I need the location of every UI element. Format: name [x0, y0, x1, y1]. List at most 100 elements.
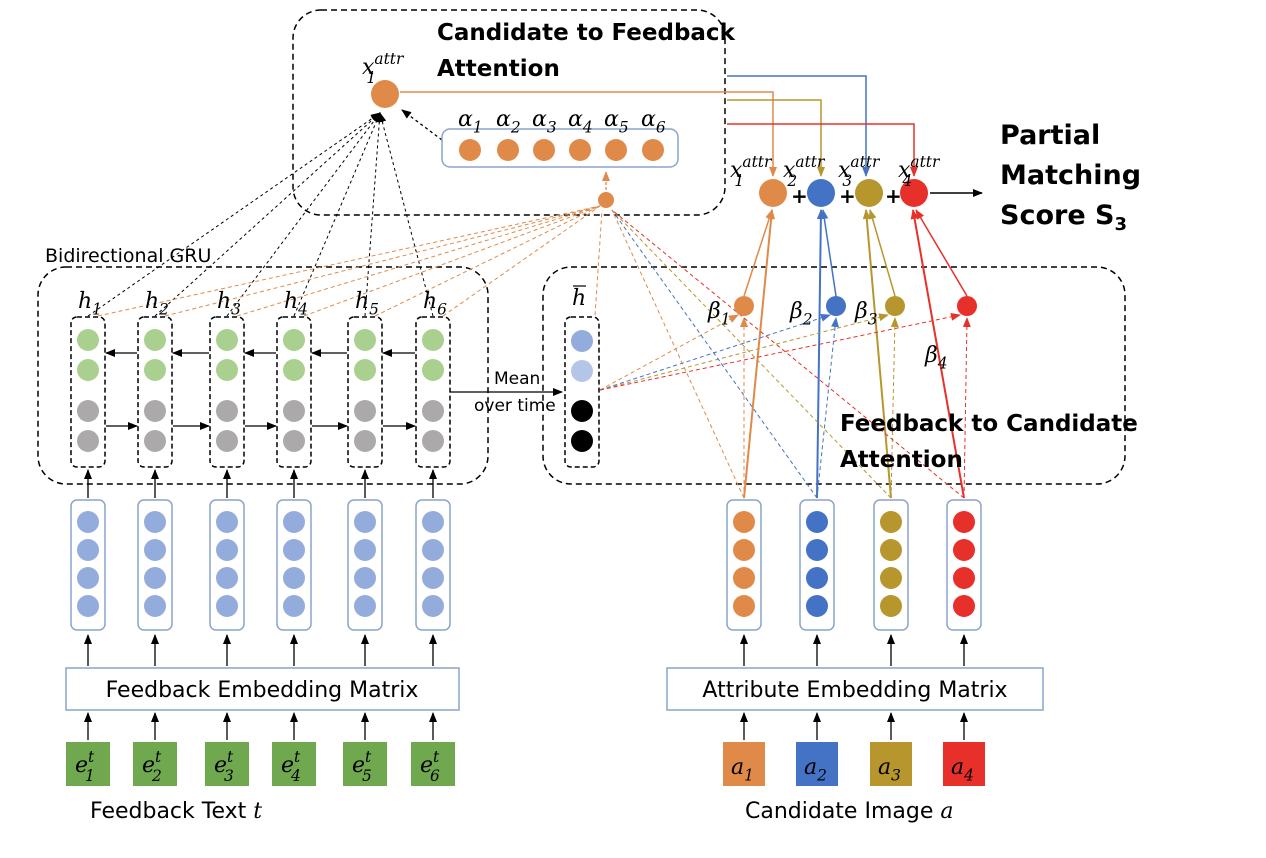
token-box-e3	[205, 742, 249, 786]
gru-cell-4	[276, 316, 312, 468]
gru-cell-3	[209, 316, 245, 468]
gru-forward-dot	[422, 400, 444, 422]
hidden-to-x1-dashed	[378, 112, 434, 317]
embedding-dot	[422, 511, 444, 533]
gru-forward-dot	[422, 430, 444, 452]
bidirectional-gru-label: Bidirectional GRU	[45, 245, 211, 267]
gru-cell-5	[347, 316, 383, 468]
embedding-column-5	[347, 499, 383, 631]
embedding-column-2	[137, 499, 173, 631]
gru-cell-2	[137, 316, 173, 468]
token-box-e4	[272, 742, 316, 786]
plus-sign: +	[839, 184, 856, 208]
partial-matching-title-line3: Score S3	[1000, 200, 1127, 235]
gru-backward-dot	[422, 329, 444, 351]
gru-forward-dot	[144, 430, 166, 452]
attribute-box-a2	[796, 742, 838, 786]
attribute-box-a3	[870, 742, 912, 786]
beta-weight-dot-1	[734, 296, 754, 316]
embedding-dot	[77, 595, 99, 617]
attribute-embedding-column-3	[873, 499, 909, 631]
attribute-label-a3: a3	[878, 755, 901, 785]
plus-sign: +	[791, 184, 808, 208]
feedback-to-candidate-title-line1: Feedback to Candidate	[840, 411, 1138, 437]
attribute-to-attention-dashed	[611, 209, 745, 499]
gru-forward-dot	[216, 400, 238, 422]
gru-forward-dot	[216, 430, 238, 452]
gru-forward-dot	[77, 430, 99, 452]
hidden-to-x1-dashed	[87, 112, 381, 317]
attribute-embedding-dot	[806, 511, 828, 533]
attribute-label-a1: a1	[731, 755, 754, 785]
hidden-to-attention-dashed	[97, 205, 601, 317]
embedding-dot	[144, 595, 166, 617]
embedding-dot	[354, 511, 376, 533]
hidden-state-label-h1: h1	[78, 289, 102, 319]
x4-attr-sum-node	[900, 179, 928, 207]
gru-backward-dot	[77, 329, 99, 351]
beta-weight-dot-4	[957, 296, 977, 316]
alpha-label-2: α2	[496, 107, 521, 137]
hidden-state-label-h3: h3	[217, 289, 241, 319]
attribute-embedding-column-4	[946, 499, 982, 631]
attribute-embedding-dot	[806, 595, 828, 617]
gru-backward-dot	[354, 329, 376, 351]
attribute-embedding-dot	[733, 567, 755, 589]
column-to-beta-dashed	[816, 317, 840, 499]
beta-weight-dot-2	[826, 296, 846, 316]
attribute-embedding-dot	[806, 567, 828, 589]
beta1-to-sum-arrow	[743, 209, 774, 297]
alpha-weight-dot	[569, 139, 591, 161]
gru-forward-dot	[354, 400, 376, 422]
hidden-state-label-h4: h4	[284, 289, 308, 319]
feedback-to-candidate-frame	[542, 266, 1126, 485]
gru-forward-dot	[283, 430, 305, 452]
hbar-dot	[571, 330, 593, 352]
embedding-dot	[216, 595, 238, 617]
gru-backward-dot	[283, 359, 305, 381]
token-box-e6	[411, 742, 455, 786]
beta4-to-sum-arrow	[915, 209, 968, 297]
candidate-to-feedback-title-line2: Attention	[437, 56, 560, 82]
embedding-dot	[77, 539, 99, 561]
embedding-dot	[77, 567, 99, 589]
feedback-to-candidate-title-line2: Attention	[840, 447, 963, 473]
partial-matching-title-line1: Partial	[1000, 120, 1100, 151]
attribute-embedding-dot	[953, 539, 975, 561]
attribute-label-a2: a2	[804, 755, 827, 785]
attribute-box-a4	[943, 742, 985, 786]
attr3-to-sum-arrow	[862, 209, 892, 499]
embedding-column-4	[276, 499, 312, 631]
embedding-dot	[422, 567, 444, 589]
beta-weight-dot-3	[885, 296, 905, 316]
feedback-embedding-matrix-label: Feedback Embedding Matrix	[106, 678, 419, 703]
attribute-to-attention-dashed	[611, 209, 892, 499]
alpha-label-6: α6	[641, 107, 666, 137]
connection-lines	[84, 75, 983, 740]
token-box-e1	[66, 742, 110, 786]
attribute-embedding-dot	[953, 511, 975, 533]
beta-label-3: β3	[854, 299, 878, 329]
gru-backward-dot	[354, 359, 376, 381]
gold-route-to-sum	[727, 99, 825, 177]
diagram-shapes	[66, 80, 985, 786]
attribute-label-a4: a4	[951, 755, 974, 785]
embedding-dot	[283, 567, 305, 589]
gru-backward-dot	[283, 329, 305, 351]
embedding-dot	[144, 511, 166, 533]
candidate-to-feedback-title-line1: Candidate to Feedback	[437, 20, 736, 46]
x3-attr-sum-node	[855, 179, 883, 207]
embedding-column-1	[70, 499, 106, 631]
hbar-label: h	[572, 286, 586, 311]
hbar-to-beta2-dashed	[599, 313, 831, 391]
gru-backward-dot	[144, 359, 166, 381]
hbar-to-beta3-dashed	[599, 313, 889, 391]
attribute-embedding-dot	[880, 539, 902, 561]
hidden-to-x1-dashed	[226, 112, 381, 317]
alpha-to-x1-dashed	[401, 109, 443, 141]
